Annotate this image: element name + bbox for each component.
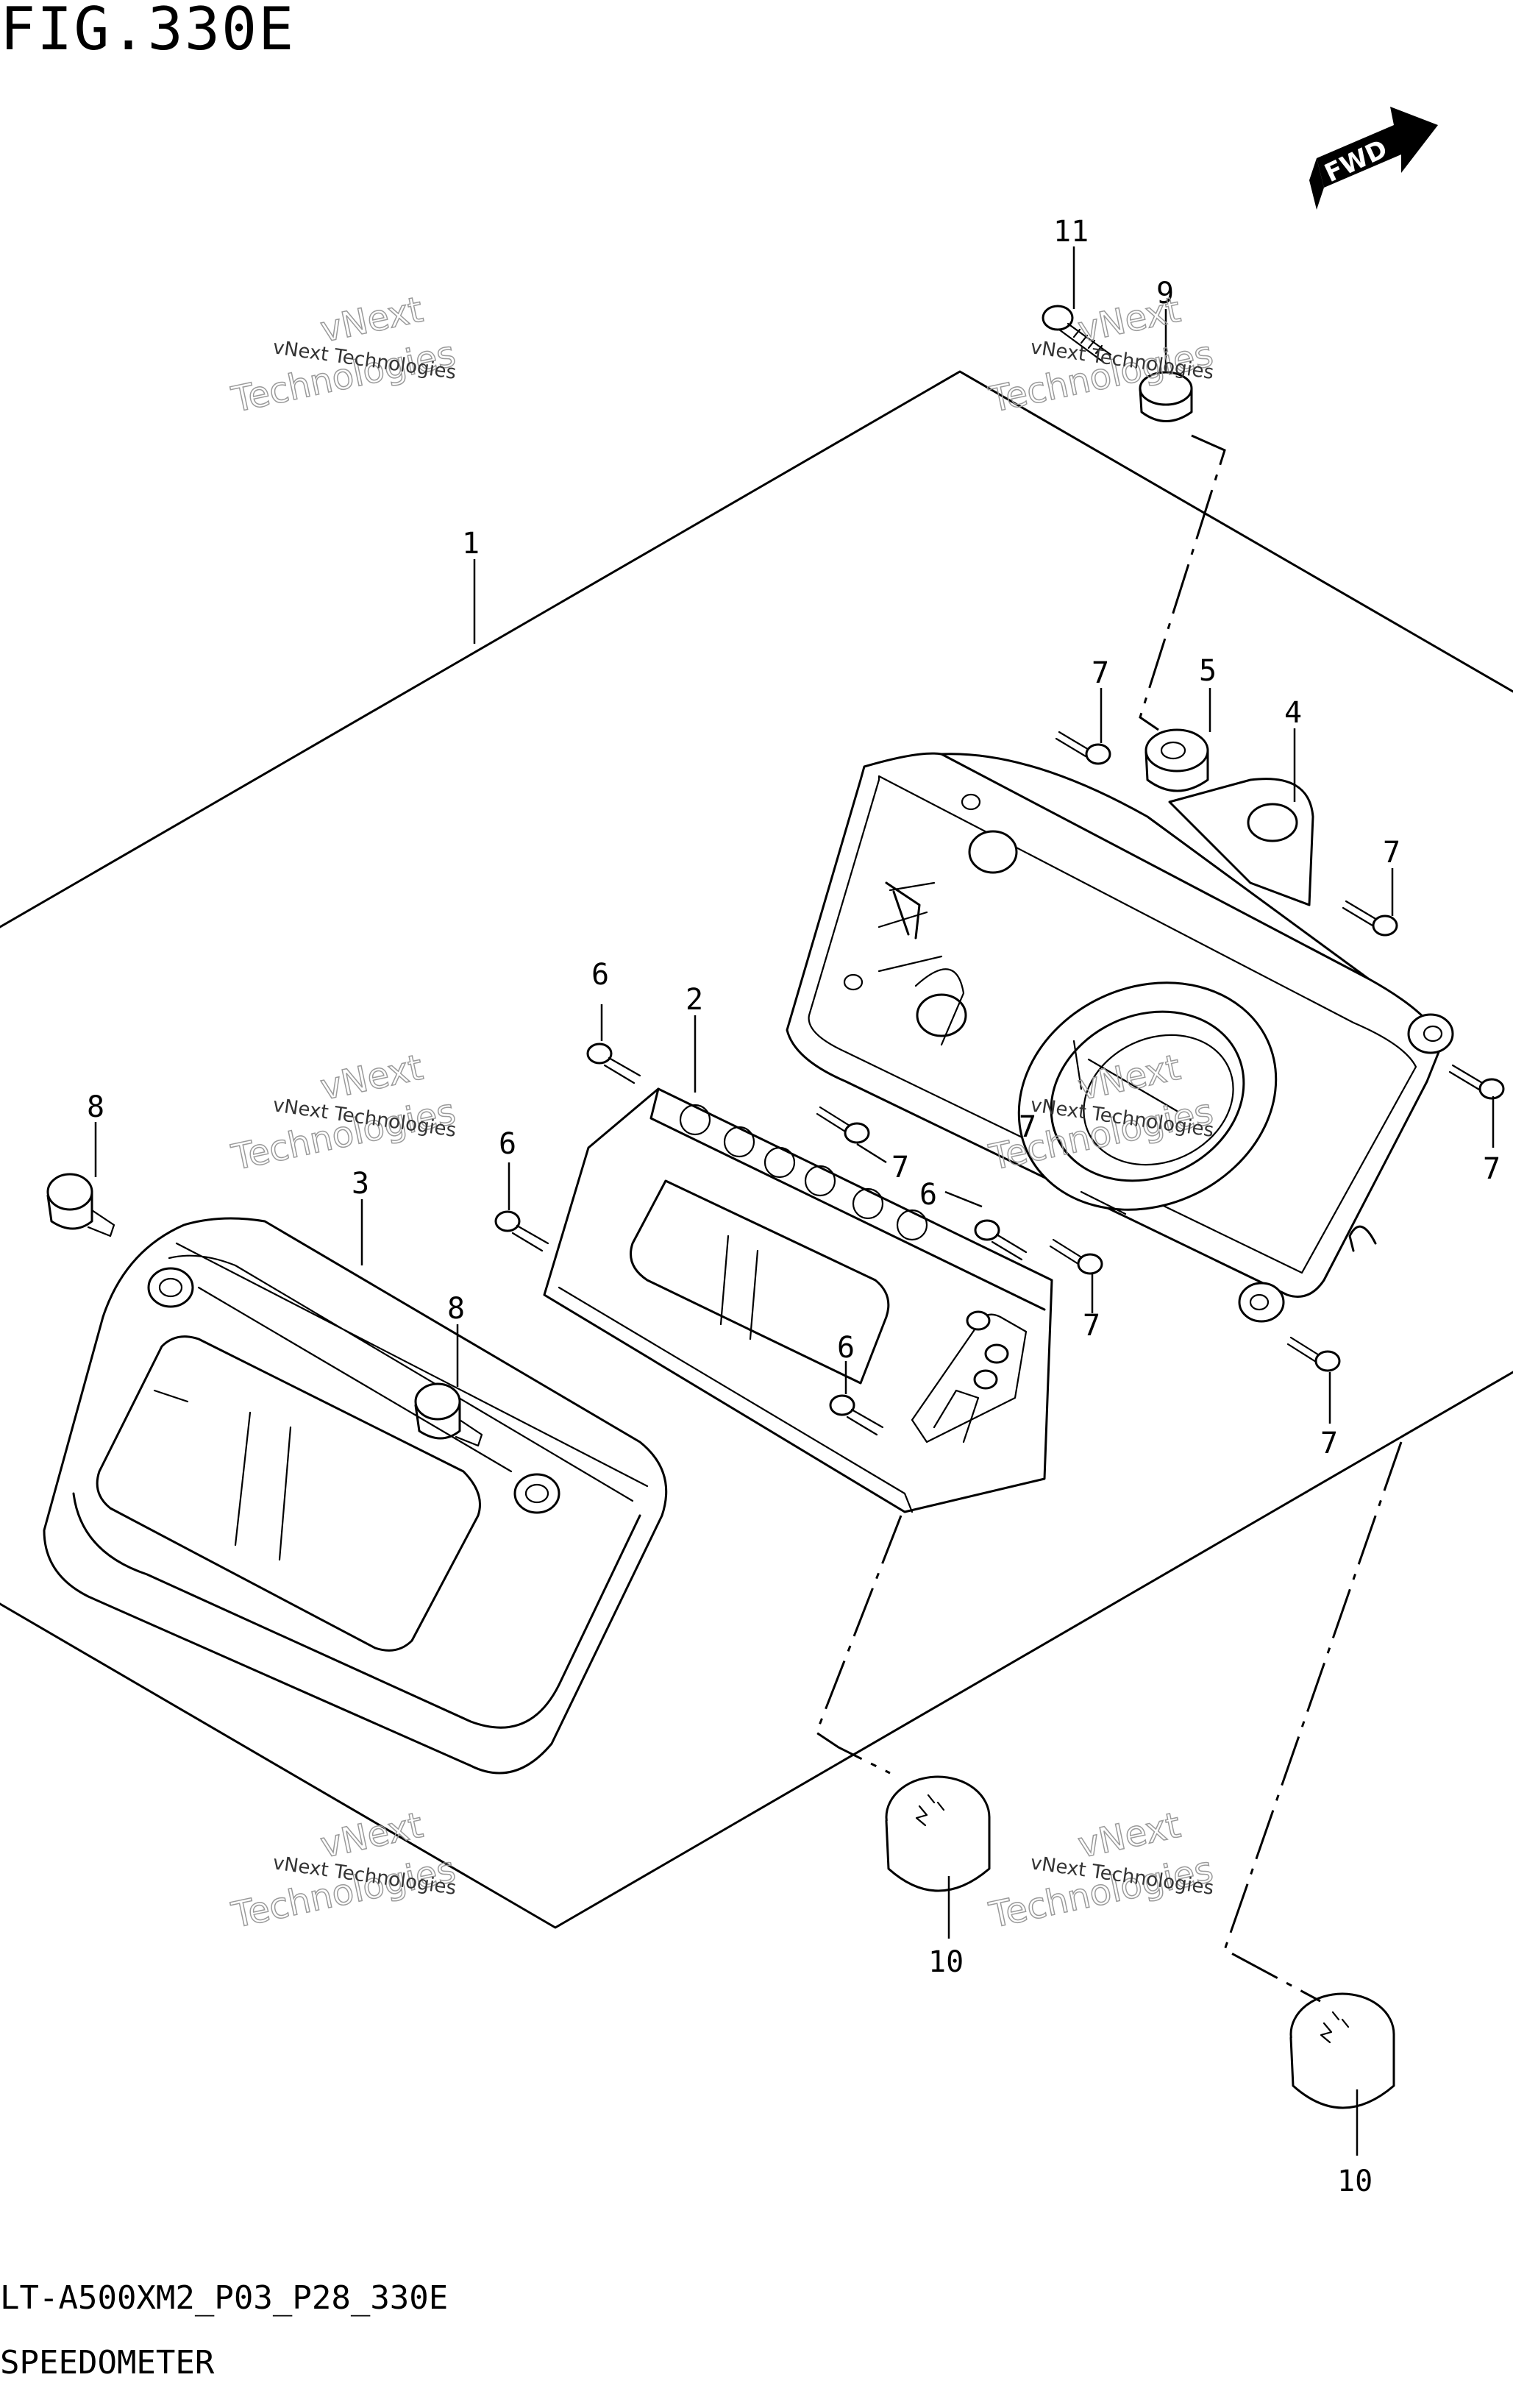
watermark-5: vNext Technologies vNext Technologies — [227, 1804, 460, 1937]
part-7-screw-f — [1286, 1336, 1341, 1372]
callout-10b: 10 — [1337, 2164, 1373, 2198]
part-2-lcd-board — [543, 1087, 1053, 1513]
fwd-arrow-badge: FWD — [1309, 107, 1438, 210]
part-1-meter-case — [786, 752, 1454, 1323]
callout-6d: 6 — [837, 1331, 855, 1365]
callout-7a: 7 — [1092, 656, 1109, 690]
callout-6c: 6 — [919, 1178, 937, 1212]
callout-7g: 7 — [1019, 1110, 1036, 1144]
figure-name: SPEEDOMETER — [0, 2344, 215, 2382]
part-8-bolt-upper — [46, 1173, 115, 1237]
callout-7e: 7 — [1083, 1309, 1100, 1343]
assembly-boundary — [0, 370, 1513, 928]
part-10-grommet-left — [885, 1775, 991, 1892]
callout-numbers: 1 2 3 4 5 6 6 6 6 7 7 7 7 7 7 7 8 8 9 10… — [87, 215, 1500, 2198]
callout-4: 4 — [1284, 696, 1302, 730]
part-7-screw-a — [1055, 731, 1111, 765]
callout-11: 11 — [1053, 215, 1089, 249]
callout-7c: 7 — [1483, 1152, 1500, 1186]
guide-line-grommet-5 — [1139, 434, 1226, 731]
leader-lines — [94, 246, 1495, 2156]
callout-6b: 6 — [499, 1127, 516, 1161]
callout-1: 1 — [462, 527, 480, 561]
watermark-3: vNext Technologies vNext Technologies — [227, 1046, 460, 1179]
callout-2: 2 — [686, 983, 703, 1017]
callout-5: 5 — [1199, 654, 1217, 688]
figure-title: FIG.330E — [0, 0, 296, 63]
part-5-grommet — [1144, 728, 1209, 792]
part-3-meter-cover — [43, 1217, 668, 1775]
part-6-screw-a — [586, 1043, 641, 1084]
callout-6a: 6 — [591, 958, 609, 992]
callout-9: 9 — [1156, 277, 1174, 310]
callout-3: 3 — [352, 1167, 369, 1201]
callout-8b: 8 — [447, 1292, 465, 1326]
callout-7b: 7 — [1383, 836, 1400, 870]
guide-line-grommet-10-left — [815, 1515, 903, 1775]
part-8-bolt-lower — [414, 1382, 483, 1447]
callout-10a: 10 — [928, 1945, 964, 1979]
guide-line-grommet-10-right — [1223, 1441, 1403, 2003]
callout-8a: 8 — [87, 1090, 104, 1124]
part-9-grommet — [1139, 371, 1193, 422]
part-7-screw-d — [816, 1106, 870, 1144]
figure-code: LT-A500XM2_P03_P28_330E — [0, 2279, 449, 2317]
part-10-grommet-right — [1289, 1992, 1395, 2109]
part-4-bracket — [1168, 778, 1314, 906]
part-11-screw — [1042, 305, 1112, 363]
callout-7d: 7 — [891, 1151, 909, 1185]
part-7-screw-c — [1448, 1064, 1505, 1100]
part-6-screw-b — [494, 1210, 549, 1252]
callout-7f: 7 — [1320, 1427, 1338, 1460]
part-7-screw-e — [1049, 1238, 1103, 1275]
part-7-screw-b — [1342, 900, 1398, 937]
watermark-1: vNext Technologies vNext Technologies — [227, 288, 460, 422]
assembly-boundary-lower — [0, 1371, 1513, 1929]
part-6-screw-d — [829, 1394, 884, 1436]
watermark-6: vNext Technologies vNext Technologies — [985, 1804, 1217, 1937]
part-6-screw-c — [974, 1219, 1028, 1261]
